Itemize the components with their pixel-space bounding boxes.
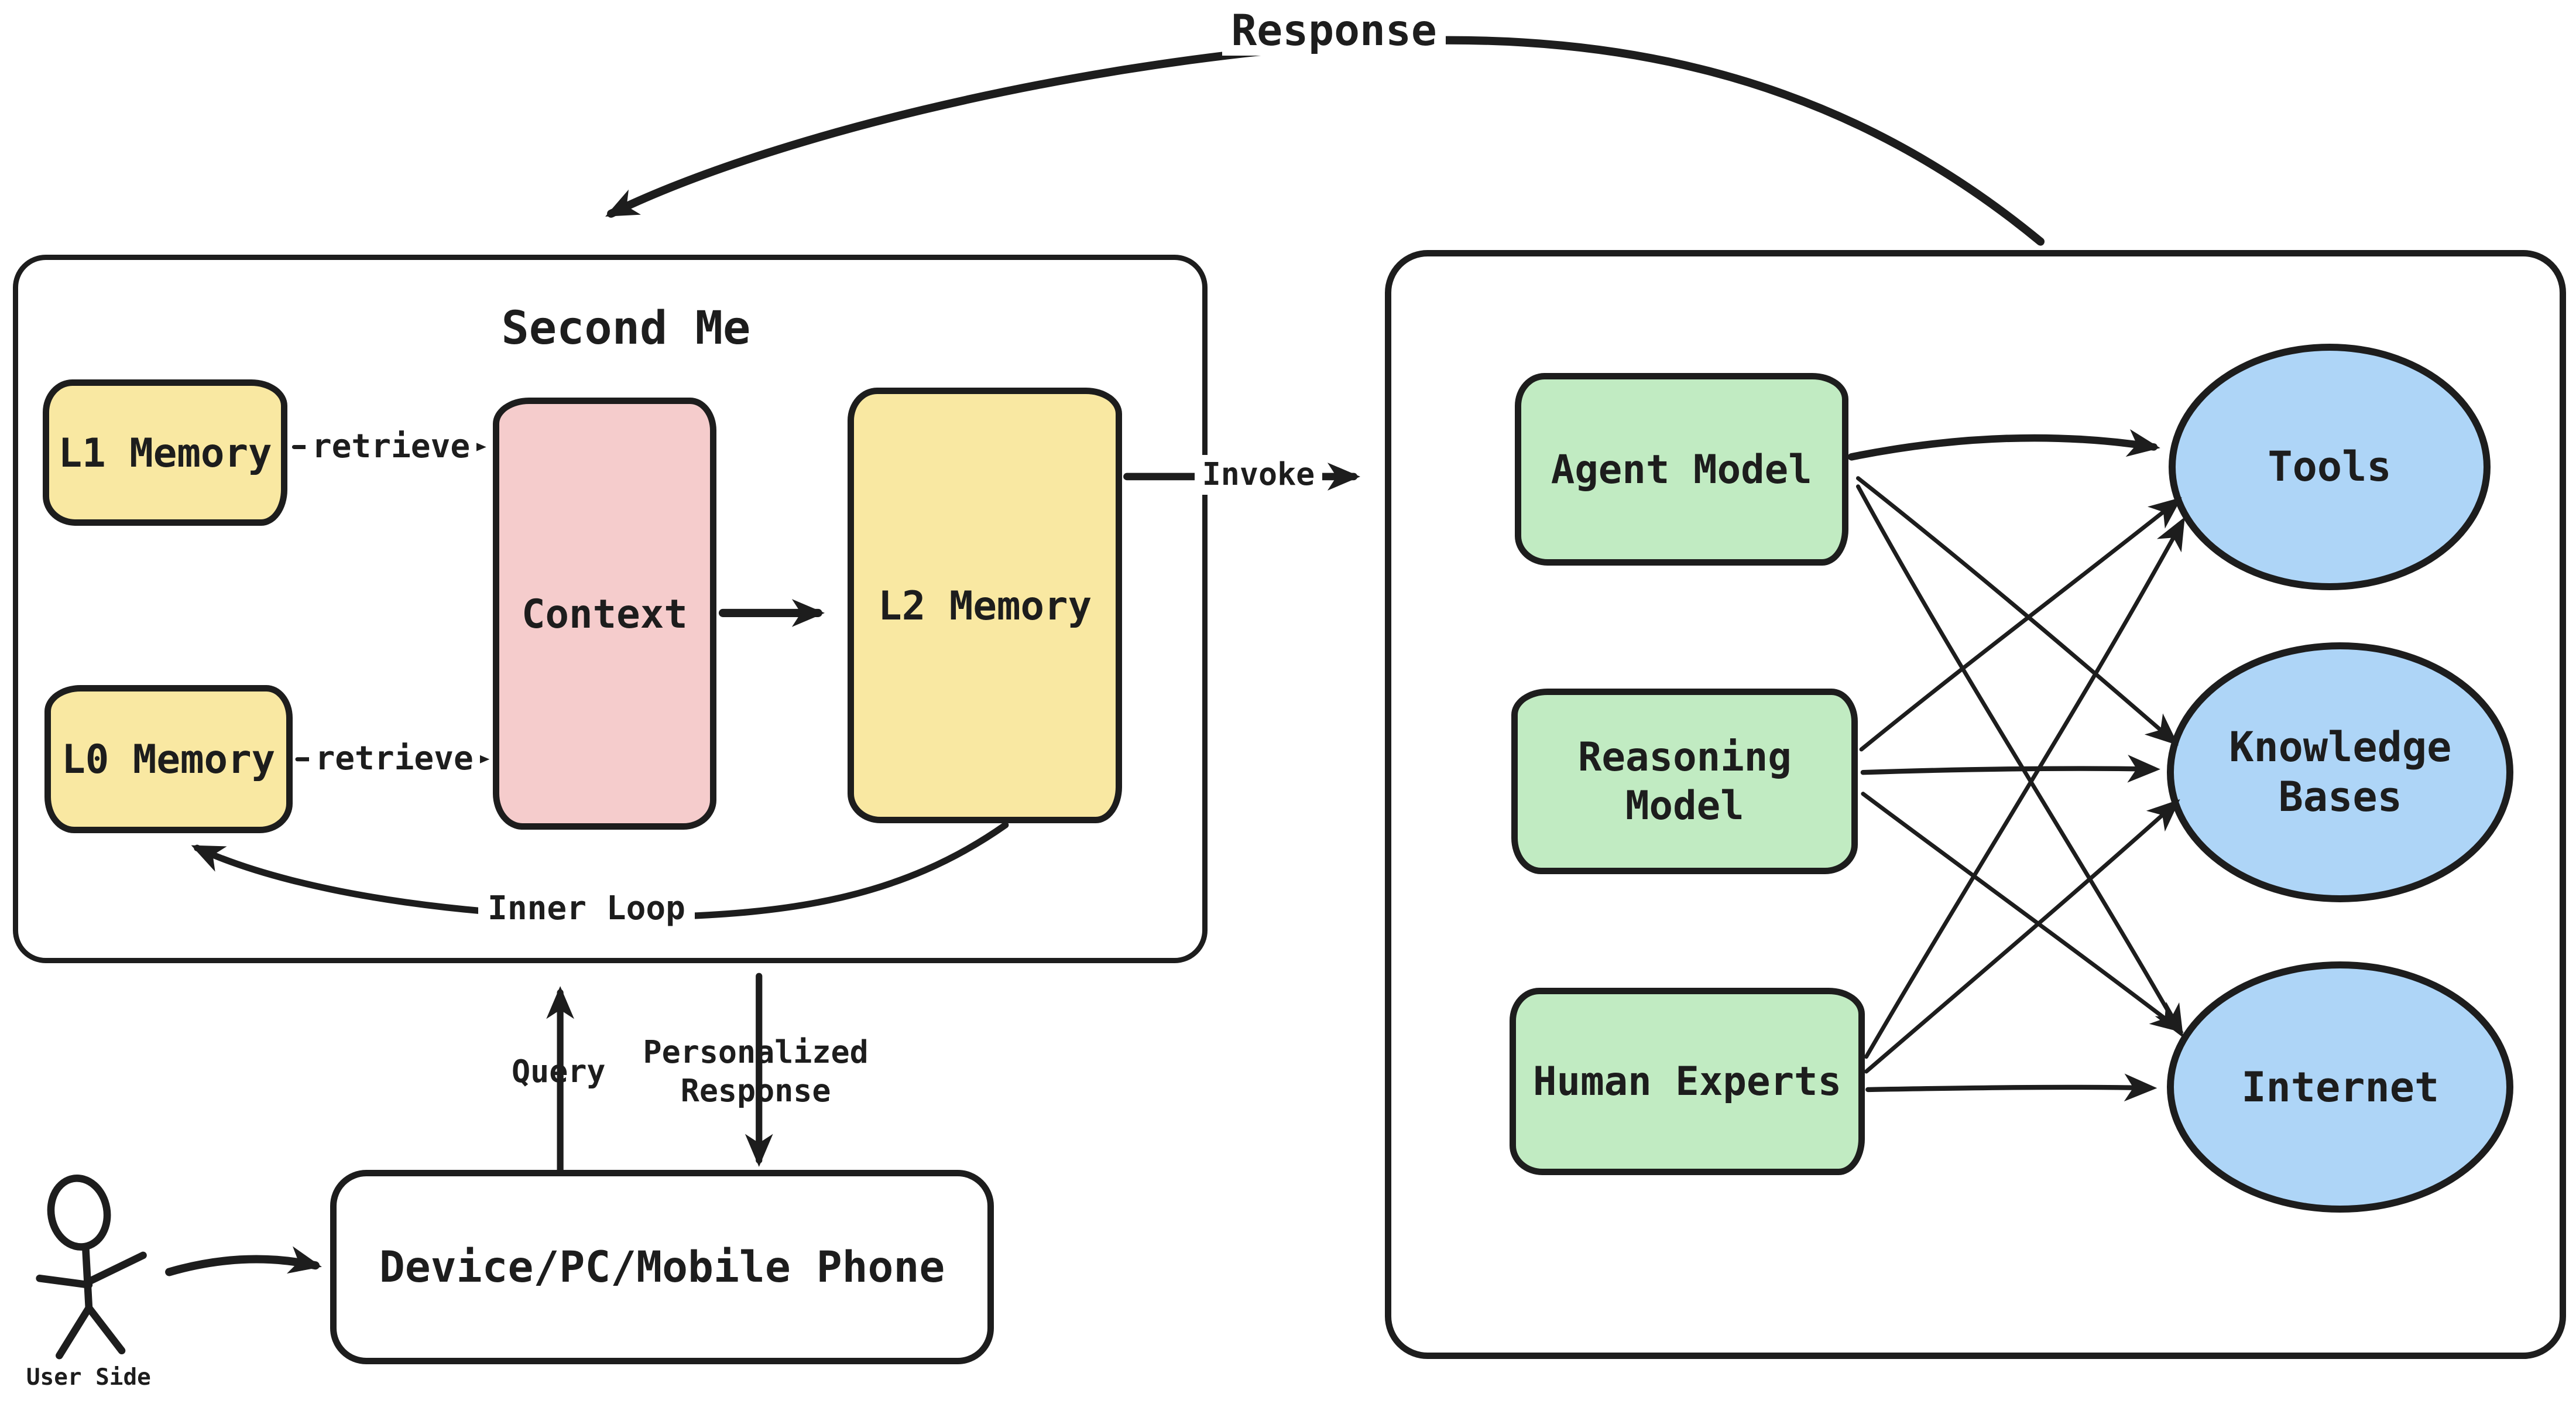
query-edge-label: Query xyxy=(512,1053,606,1090)
second-me-container xyxy=(13,255,1208,963)
edge-user-to-device xyxy=(165,1246,322,1276)
edge-human-to-tools xyxy=(1864,516,2185,1059)
edge-human-to-internet xyxy=(1865,1073,2157,1102)
l1-memory-node: L1 Memory xyxy=(42,379,288,526)
second-me-title: Second Me xyxy=(501,300,751,355)
context-node: Context xyxy=(493,398,716,830)
edge-reasoning-to-internet xyxy=(1861,792,2184,1033)
human-experts-node: Human Experts xyxy=(1510,987,1865,1175)
knowledge-bases-node: Knowledge Bases xyxy=(2167,642,2514,902)
edge-human-to-knowledge-bases xyxy=(1864,799,2180,1074)
knowledge-bases-label: Knowledge Bases xyxy=(2229,723,2452,821)
agent-model-label: Agent Model xyxy=(1551,446,1812,492)
user-side-label: User Side xyxy=(26,1364,151,1391)
device-node: Device/PC/Mobile Phone xyxy=(330,1170,994,1364)
l1-memory-label: L1 Memory xyxy=(58,429,272,476)
edge-agent-to-knowledge-bases xyxy=(1855,476,2179,746)
l0-memory-label: L0 Memory xyxy=(61,736,276,783)
edge-reasoning-to-knowledge-bases xyxy=(1860,754,2160,783)
internet-node: Internet xyxy=(2167,961,2514,1213)
retrieve-l1-edge-label: retrieve xyxy=(306,425,476,468)
response-edge-label: Response xyxy=(1222,6,1446,56)
human-experts-label: Human Experts xyxy=(1532,1058,1842,1105)
reasoning-model-label: Reasoning Model xyxy=(1577,734,1792,829)
invoke-edge-label: Invoke xyxy=(1194,455,1323,495)
reasoning-model-node: Reasoning Model xyxy=(1511,689,1858,875)
internet-label: Internet xyxy=(2241,1063,2440,1111)
l2-memory-label: L2 Memory xyxy=(878,582,1092,629)
edge-agent-to-tools xyxy=(1847,429,2160,461)
context-label: Context xyxy=(521,590,688,637)
retrieve-l0-edge-label: retrieve xyxy=(308,738,480,781)
edge-agent-to-internet xyxy=(1855,484,2184,1038)
tools-label: Tools xyxy=(2268,443,2392,491)
inner-loop-edge-label: Inner Loop xyxy=(478,887,695,930)
l2-memory-node: L2 Memory xyxy=(848,388,1123,824)
edge-response-arc xyxy=(605,36,2045,246)
l0-memory-node: L0 Memory xyxy=(44,685,293,834)
external-resources-container xyxy=(1385,249,2567,1360)
tools-node: Tools xyxy=(2168,343,2491,590)
personalized-response-edge-label: Personalized Response xyxy=(643,1034,869,1109)
agent-model-node: Agent Model xyxy=(1514,373,1848,566)
user-stick-figure-icon xyxy=(36,1175,147,1360)
edge-reasoning-to-tools xyxy=(1859,497,2182,752)
device-label: Device/PC/Mobile Phone xyxy=(379,1242,945,1292)
